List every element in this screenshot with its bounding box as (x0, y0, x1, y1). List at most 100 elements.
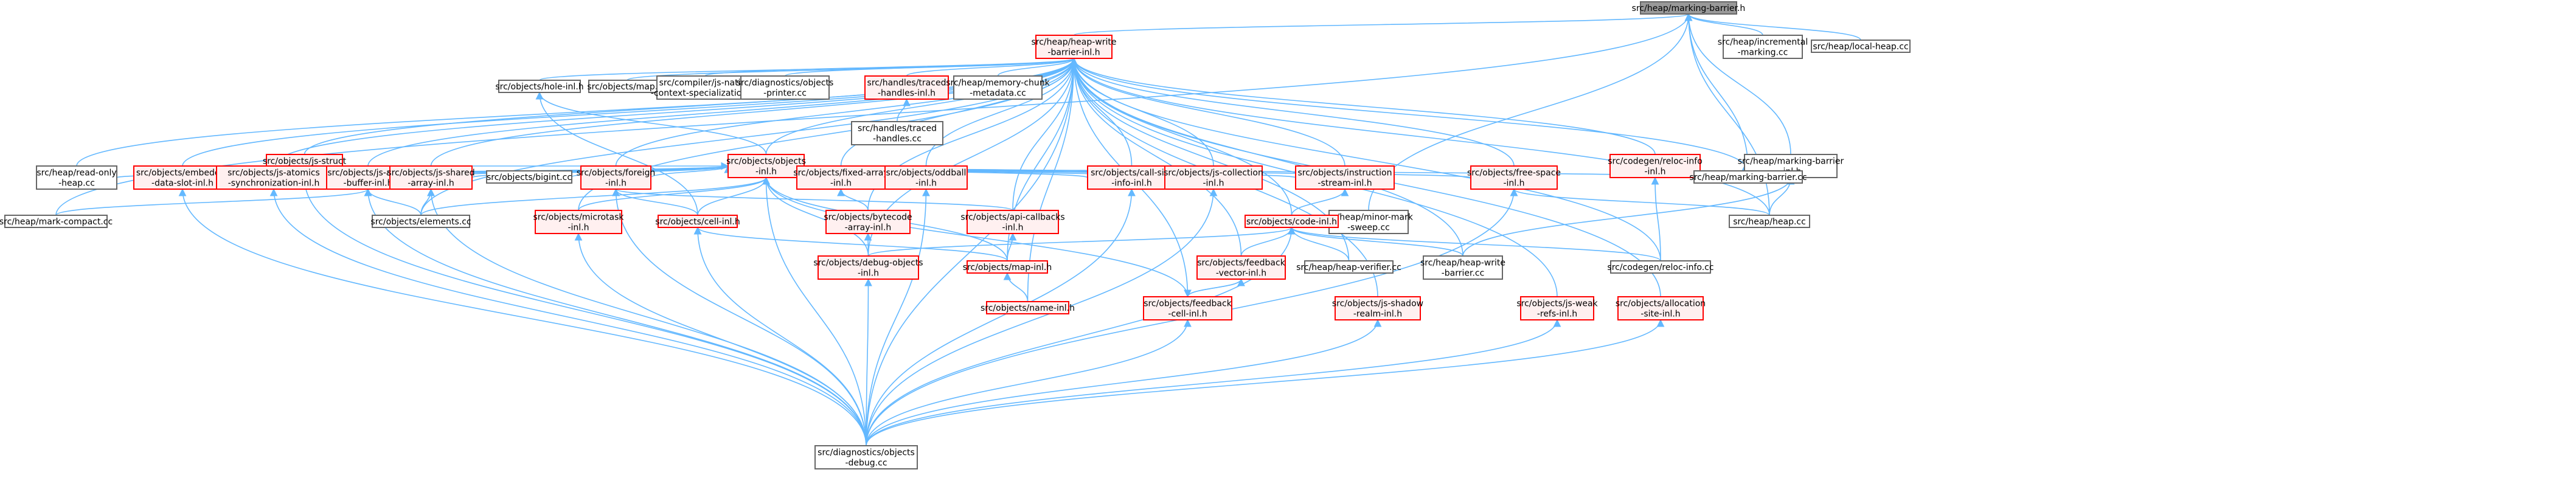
edge-path (1027, 57, 1078, 302)
node-label: src/heap/memory-chunk (946, 78, 1050, 88)
graph-node[interactable]: src/handles/traced-handles.cc (851, 121, 943, 145)
edge-path (866, 319, 1192, 446)
node-box (1609, 154, 1701, 178)
graph-node[interactable]: src/objects/feedback-cell-inl.h (1143, 296, 1232, 320)
dependency-edge (866, 319, 1192, 446)
graph-node[interactable]: src/objects/foreign-inl.h (577, 165, 656, 190)
graph-node[interactable]: src/diagnostics/objects-debug.cc (814, 445, 918, 469)
graph-node[interactable]: src/objects/call-site-info-inl.h (1087, 165, 1176, 190)
edge-path (784, 57, 1078, 77)
graph-node[interactable]: src/heap/heap-write-barrier.cc (1420, 255, 1505, 280)
graph-node[interactable]: src/objects/oddball-inl.h (884, 165, 968, 190)
graph-node[interactable]: src/objects/js-shared-array-inl.h (387, 165, 475, 190)
graph-node[interactable]: src/objects/bigint.cc (486, 170, 572, 184)
node-label: src/objects/microtask (533, 213, 624, 223)
dependency-edge (1288, 226, 1661, 261)
node-label: src/objects/js-collection (1164, 168, 1263, 178)
dependency-edge (574, 232, 867, 446)
dependency-edge (364, 188, 867, 446)
edge-path (765, 57, 1078, 155)
edge-path (615, 57, 1078, 167)
graph-node[interactable]: src/objects/debug-objects-inl.h (813, 255, 923, 280)
graph-node[interactable]: src/heap/heap-write-barrier-inl.h (1031, 35, 1117, 59)
dependency-edge (578, 176, 770, 211)
node-label: src/diagnostics/objects (818, 448, 915, 458)
edge-path (1684, 13, 1791, 155)
node-box (796, 165, 886, 190)
graph-node[interactable]: src/objects/js-collection-inl.h (1164, 165, 1263, 190)
node-label: -info-inl.h (1111, 179, 1152, 189)
graph-node[interactable]: src/objects/api-callbacks-inl.h (960, 210, 1065, 234)
dependency-edge (535, 91, 698, 216)
dependency-edge (906, 57, 1078, 77)
graph-node[interactable]: src/heap/incremental-marking.cc (1718, 35, 1808, 59)
node-label: -refs-inl.h (1537, 310, 1577, 319)
graph-node[interactable]: src/heap/local-heap.cc (1811, 40, 1911, 53)
edge-path (367, 57, 1078, 167)
node-label: src/objects/name-inl.h (981, 303, 1075, 313)
graph-node[interactable]: src/objects/allocation-site-inl.h (1616, 296, 1706, 320)
graph-node[interactable]: src/heap/marking-barrier.cc (1689, 170, 1807, 184)
node-box (1245, 215, 1339, 228)
edge-path (1462, 176, 1795, 257)
graph-node[interactable]: src/objects/instruction-stream-inl.h (1295, 165, 1395, 190)
graph-node[interactable]: src/heap/mark-compact.cc (0, 215, 113, 228)
graph-node[interactable]: src/diagnostics/objects-printer.cc (737, 75, 834, 100)
graph-node[interactable]: src/handles/traced-handles-inl.h (864, 75, 949, 100)
graph-node[interactable]: src/heap/marking-barrier.h (1632, 1, 1746, 15)
dependency-edge (1462, 176, 1795, 257)
graph-node[interactable]: src/objects/elements.cc (370, 215, 471, 228)
edge-path (420, 176, 770, 216)
node-box (4, 215, 108, 228)
graph-node[interactable]: src/objects/code-inl.h (1245, 215, 1339, 228)
edge-path (574, 232, 867, 446)
dependency-edge (76, 57, 1078, 167)
graph-node[interactable]: src/objects/bytecode-array-inl.h (824, 210, 912, 234)
node-label: src/objects/fixed-array (793, 168, 888, 178)
node-label: -realm-inl.h (1353, 310, 1402, 319)
graph-node[interactable]: src/codegen/reloc-info-inl.h (1608, 154, 1703, 178)
graph-node[interactable]: src/heap/minor-mark-sweep.cc (1324, 210, 1414, 234)
graph-node[interactable]: src/objects/microtask-inl.h (533, 210, 624, 234)
node-label: -barrier.cc (1442, 269, 1485, 279)
dependency-edge (1684, 13, 1861, 41)
graph-node[interactable]: src/objects/hole-inl.h (495, 80, 584, 93)
edge-path (1003, 272, 1029, 302)
dependency-edge (182, 57, 1078, 167)
graph-node[interactable]: src/objects/free-space-inl.h (1467, 165, 1561, 190)
graph-node[interactable]: src/codegen/reloc-info.cc (1607, 260, 1714, 274)
dependency-edge (612, 188, 867, 446)
node-box (1035, 35, 1113, 59)
dependency-edge (866, 319, 1382, 446)
node-label: src/objects/code-inl.h (1246, 217, 1337, 227)
graph-node[interactable]: src/objects/fixed-array-inl.h (793, 165, 889, 190)
edge-path (364, 188, 867, 446)
node-label: src/compiler/js-native (659, 78, 751, 88)
graph-node[interactable]: src/objects/cell-inl.h (655, 215, 740, 228)
graph-node[interactable]: src/objects/js-shadow-realm-inl.h (1332, 296, 1423, 320)
edge-path (1070, 57, 1661, 261)
node-label: src/heap/heap.cc (1733, 217, 1806, 227)
edge-path (1684, 13, 1861, 41)
node-label: src/objects/feedback (1144, 299, 1232, 309)
dependency-edge (1070, 57, 1293, 216)
graph-node[interactable]: src/heap/heap-verifier.cc (1296, 260, 1401, 274)
edge-path (364, 188, 422, 216)
graph-node[interactable]: src/objects/js-atomics-synchronization-i… (216, 165, 332, 190)
dependency-edge (1651, 176, 1661, 261)
graph-node[interactable]: src/objects/map.cc (587, 80, 667, 93)
graph-node[interactable]: src/heap/memory-chunk-metadata.cc (946, 75, 1050, 100)
edge-path (1651, 176, 1661, 261)
graph-node[interactable]: src/objects/name-inl.h (981, 301, 1075, 314)
graph-node[interactable]: src/objects/objects-inl.h (726, 154, 806, 178)
edge-path (1288, 226, 1661, 261)
node-label: src/objects/free-space (1467, 168, 1561, 178)
graph-node[interactable]: src/objects/map-inl.h (963, 260, 1052, 274)
dependency-edge (1070, 57, 1515, 167)
graph-node[interactable]: src/heap/read-only-heap.cc (36, 165, 117, 190)
edge-path (178, 188, 867, 446)
graph-node[interactable]: src/objects/feedback-vector-inl.h (1196, 255, 1286, 280)
graph-node[interactable]: src/heap/heap.cc (1729, 215, 1810, 228)
edge-path (300, 176, 867, 446)
graph-node[interactable]: src/objects/js-weak-refs-inl.h (1516, 296, 1599, 320)
